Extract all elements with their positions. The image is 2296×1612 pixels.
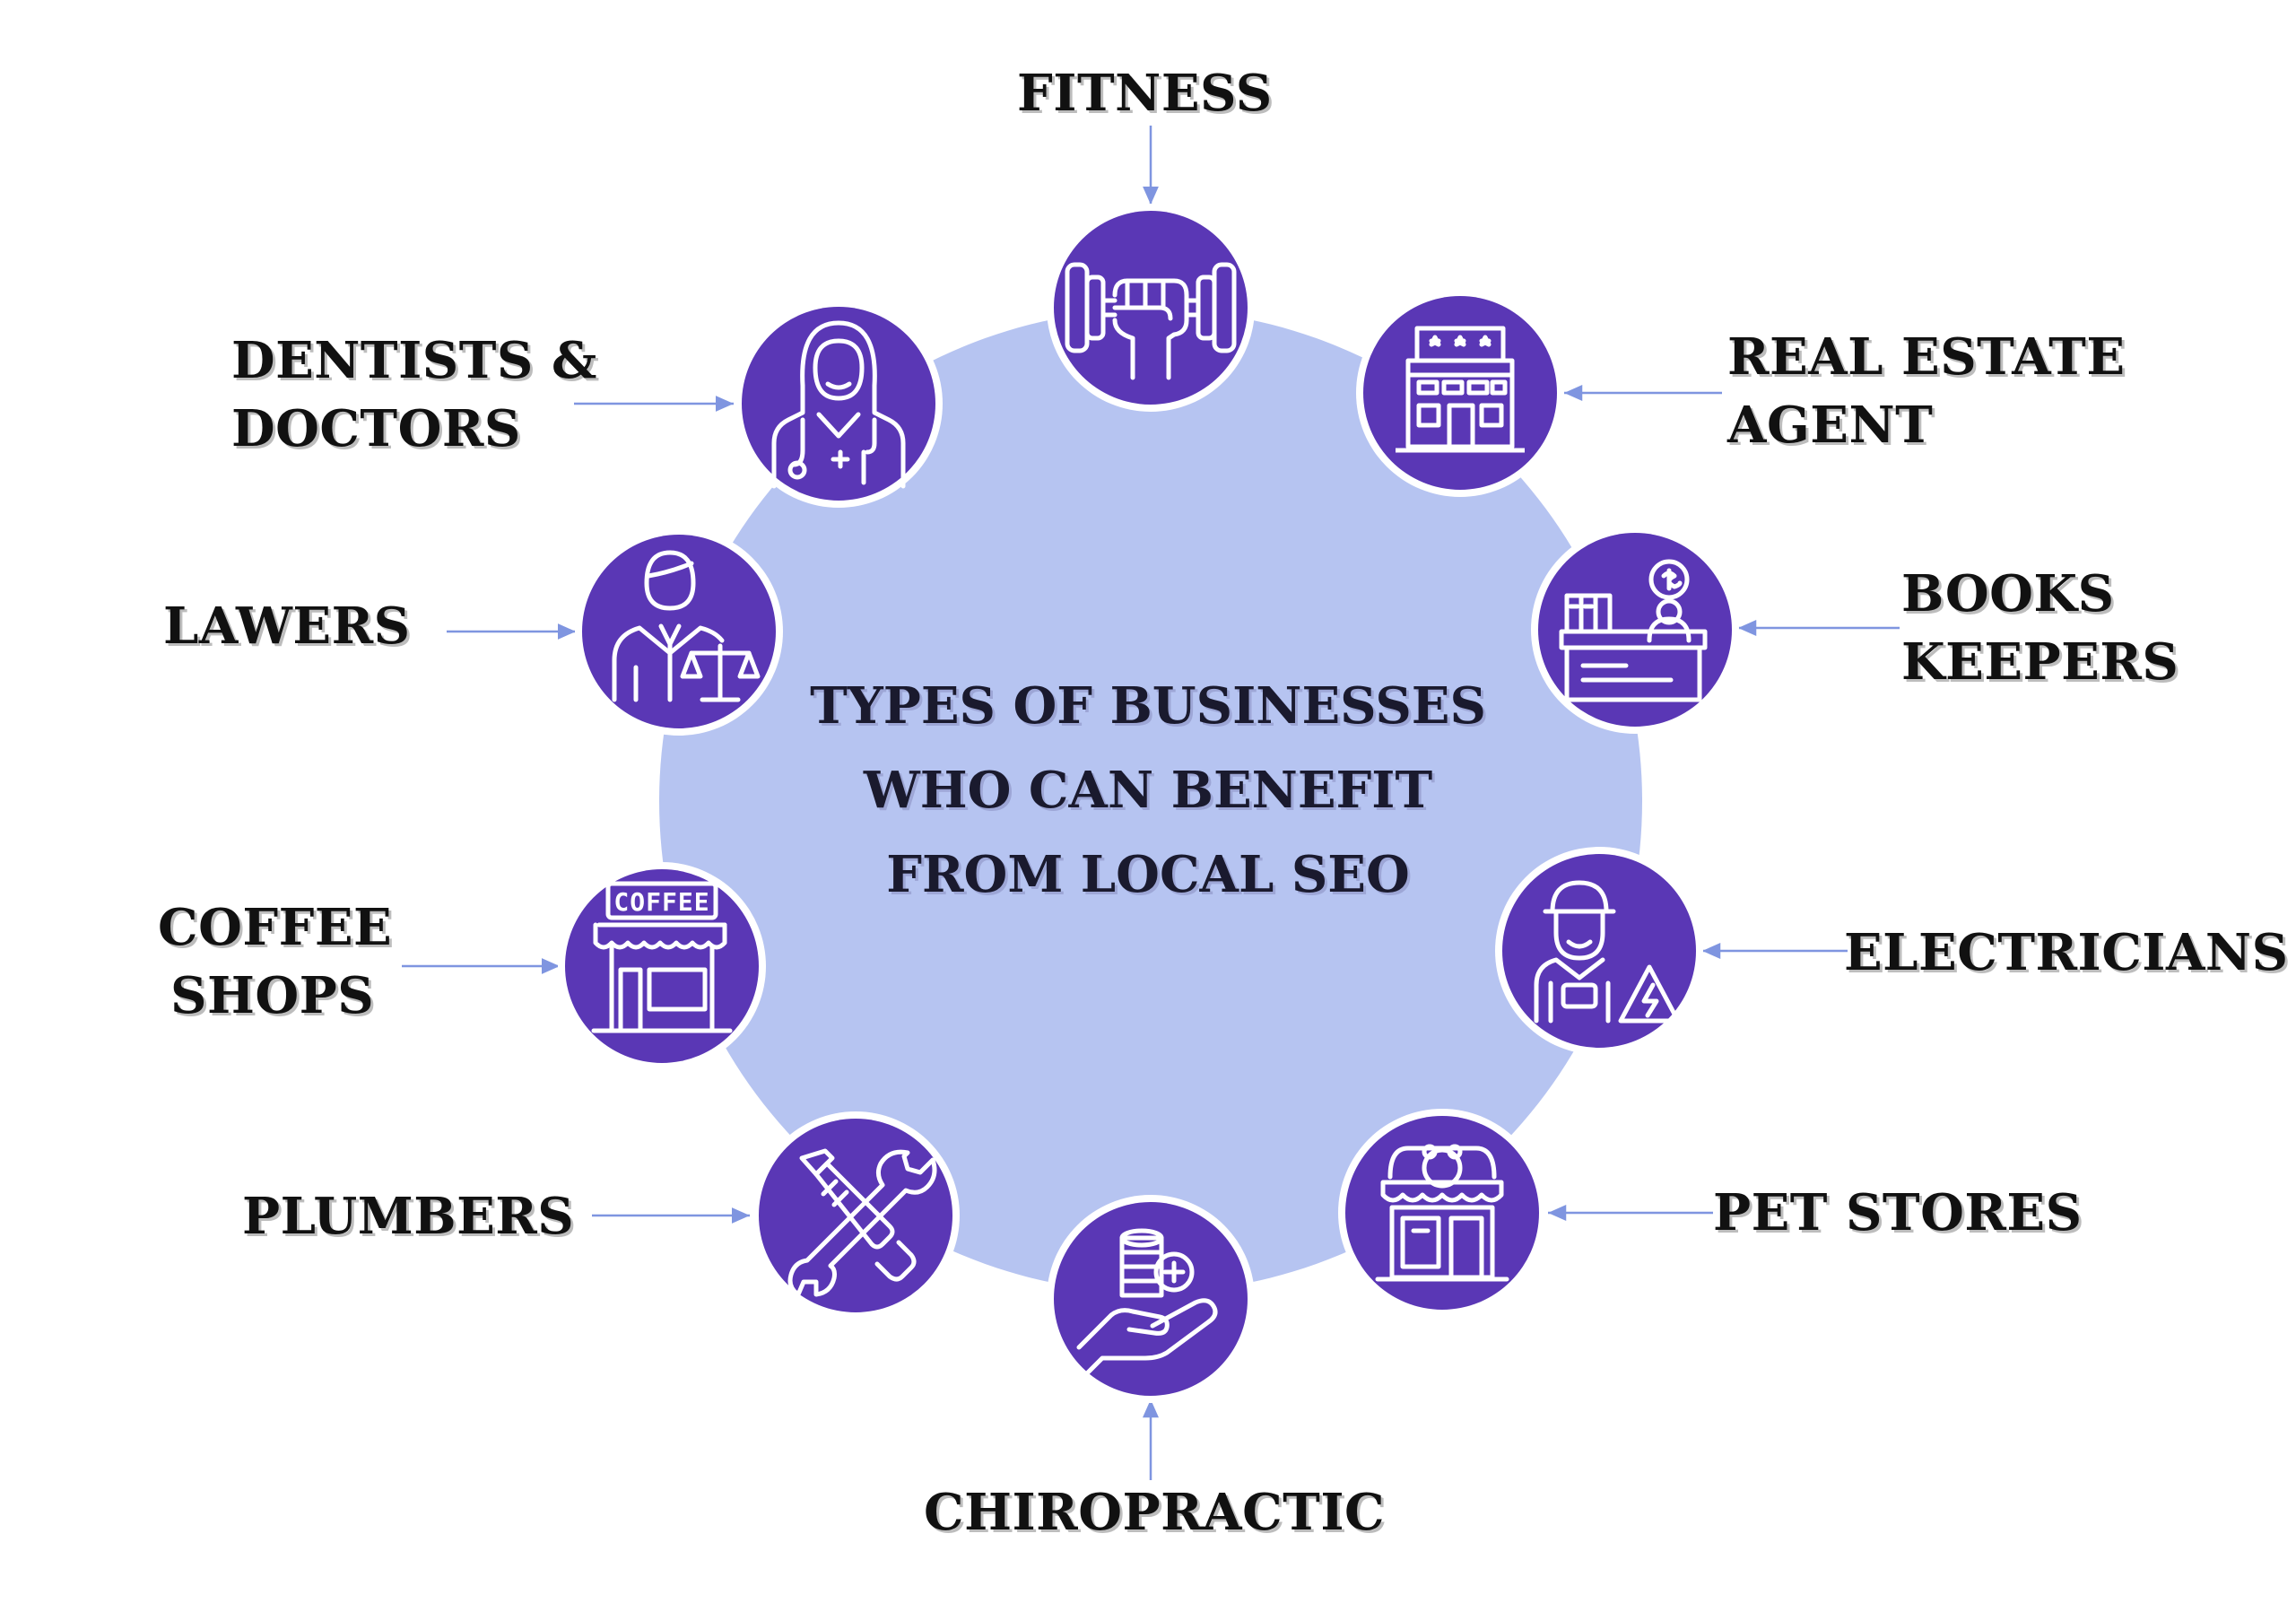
label-lawyers: LAWERS: [163, 592, 411, 660]
wrench-tools-icon: [787, 1148, 937, 1297]
node-chiropractic: [1047, 1195, 1255, 1403]
electrician-icon: [1534, 880, 1681, 1024]
node-books-keepers: [1531, 526, 1739, 734]
accountant-desk-icon: [1559, 559, 1708, 702]
label-books-keepers-line-2: KEEPERS: [1901, 632, 2179, 692]
hand-stack-icon: [1076, 1228, 1218, 1375]
label-coffee-shops-line-1: COFFEE: [158, 898, 393, 957]
coffee-sign-text: COFFEE: [613, 887, 709, 917]
node-plumbers: [752, 1111, 960, 1320]
label-pet-stores: PET STORES: [1713, 1179, 2083, 1247]
label-books-keepers-line-1: BOOKS: [1901, 564, 2115, 623]
connectors: [402, 126, 1900, 1480]
dumbbell-fist-icon: [1065, 262, 1237, 380]
label-fitness-line-1: FITNESS: [1017, 64, 1273, 123]
label-coffee-shops: COFFEE SHOPS: [158, 893, 392, 1030]
label-books-keepers: BOOKS KEEPERS: [1901, 560, 2179, 696]
label-real-estate-line-2: AGENT: [1727, 396, 1934, 455]
node-lawyers: [575, 527, 783, 736]
coffee-shop-icon: [591, 881, 733, 1033]
center-title-line-1: TYPES OF BUSINESSES: [810, 676, 1486, 736]
label-real-estate-line-1: REAL ESTATE: [1727, 327, 2126, 387]
label-chiropractic-line-1: CHIROPRACTIC: [924, 1483, 1386, 1542]
label-chiropractic: CHIROPRACTIC: [924, 1478, 1385, 1547]
pet-shop-icon: [1375, 1144, 1509, 1282]
label-electricians-line-1: ELECTRICIANS: [1844, 923, 2289, 982]
label-fitness: FITNESS: [1017, 59, 1273, 127]
hub-circle: [659, 309, 1642, 1293]
center-title-line-3: FROM LOCAL SEO: [886, 845, 1410, 904]
label-plumbers-line-1: PLUMBERS: [242, 1187, 575, 1246]
label-real-estate: REAL ESTATE AGENT: [1727, 323, 2126, 459]
node-coffee-shops: COFFEE: [558, 862, 766, 1070]
label-coffee-shops-line-2: SHOPS: [170, 966, 375, 1025]
label-plumbers: PLUMBERS: [242, 1182, 574, 1250]
center-title: TYPES OF BUSINESSES WHO CAN BENEFIT FROM…: [735, 664, 1561, 917]
label-electricians: ELECTRICIANS: [1844, 919, 2289, 987]
label-dentists-doctors-line-2: DOCTORS: [231, 399, 521, 458]
label-pet-stores-line-1: PET STORES: [1713, 1183, 2083, 1242]
label-lawyers-line-1: LAWERS: [163, 597, 411, 656]
node-dentists-doctors: [735, 300, 943, 508]
label-dentists-doctors-line-1: DENTISTS &: [231, 331, 597, 390]
hotel-building-icon: [1396, 326, 1525, 453]
node-fitness: [1047, 204, 1255, 412]
label-dentists-doctors: DENTISTS & DOCTORS: [231, 327, 597, 463]
node-pet-stores: [1338, 1109, 1546, 1317]
lawyer-scales-icon: [612, 550, 761, 702]
node-real-estate: [1356, 289, 1564, 497]
center-title-line-2: WHO CAN BENEFIT: [863, 761, 1433, 820]
node-electricians: [1495, 847, 1703, 1055]
doctor-icon: [771, 320, 906, 489]
